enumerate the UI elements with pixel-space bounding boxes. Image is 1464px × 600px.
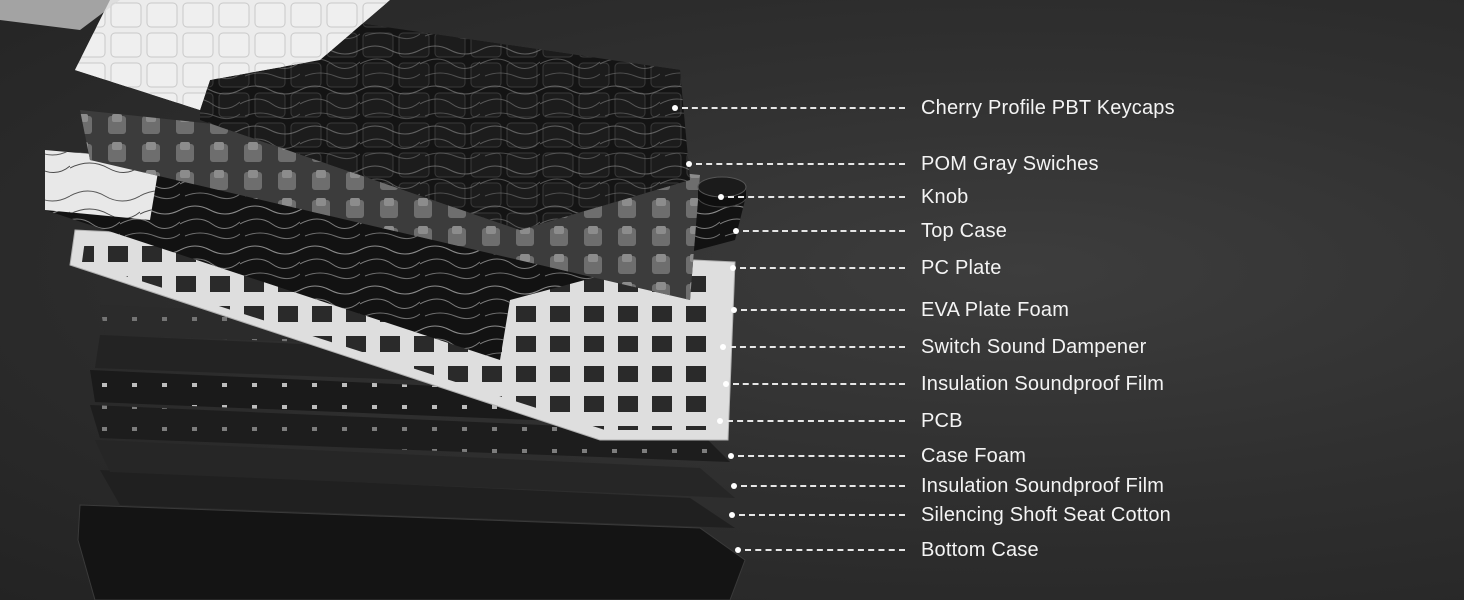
seat-cotton-layer	[100, 470, 735, 528]
callout-leader-line	[743, 230, 905, 232]
callout-dot	[686, 161, 692, 167]
callout-leader-line	[738, 455, 905, 457]
callout-label: EVA Plate Foam	[921, 299, 1070, 321]
callout-leader-line	[733, 383, 905, 385]
callout-label: Bottom Case	[921, 539, 1039, 561]
callout-label: PCB	[921, 410, 963, 432]
bottom-case-layer	[77, 504, 746, 600]
callout-dot	[717, 418, 723, 424]
callout-dot	[729, 512, 735, 518]
callout-leader-line	[727, 420, 905, 422]
callout-label: PC Plate	[921, 257, 1002, 279]
callout-leader-line	[728, 196, 905, 198]
callout-label: POM Gray Swiches	[921, 153, 1099, 175]
callout-dot	[720, 344, 726, 350]
callout-dot	[731, 307, 737, 313]
callout-label: Top Case	[921, 220, 1008, 242]
callout-dot	[672, 105, 678, 111]
callout-label: Cherry Profile PBT Keycaps	[921, 97, 1175, 119]
callout-dot	[728, 453, 734, 459]
callout-dot	[733, 228, 739, 234]
callout-dot	[735, 547, 741, 553]
callout-label: Case Foam	[921, 445, 1027, 467]
callout-leader-line	[730, 346, 905, 348]
callout-leader-line	[739, 514, 905, 516]
callout-leader-line	[745, 549, 905, 551]
callout-label: Insulation Soundproof Film	[921, 373, 1165, 395]
insulation-film-2-layer	[95, 440, 735, 498]
callout-label: Switch Sound Dampener	[921, 336, 1147, 358]
callout-leader-line	[741, 485, 905, 487]
callout-leader-line	[696, 163, 905, 165]
callout-dot	[723, 381, 729, 387]
callout-label: Silencing Shoft Seat Cotton	[921, 504, 1171, 526]
callout-dot	[731, 483, 737, 489]
callout-label: Knob	[921, 186, 969, 208]
callout-dot	[718, 194, 724, 200]
callout-dot	[730, 265, 736, 271]
callout-leader-line	[741, 309, 905, 311]
callout-leader-line	[682, 107, 905, 109]
callout-label: Insulation Soundproof Film	[921, 475, 1165, 497]
callout-leader-line	[740, 267, 905, 269]
